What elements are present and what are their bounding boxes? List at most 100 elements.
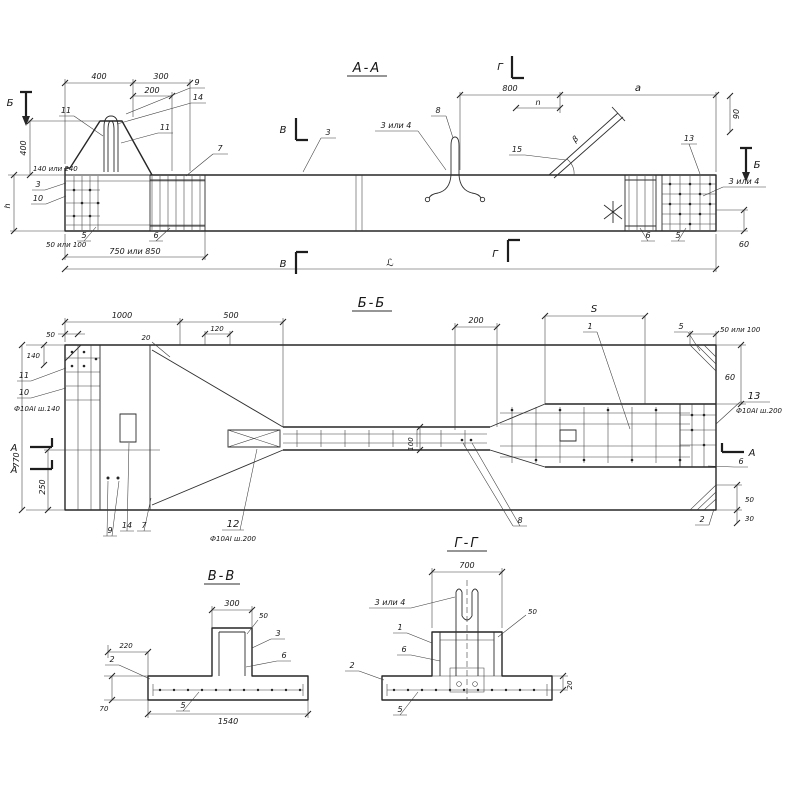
aa-dim-n: n <box>535 98 540 107</box>
bb-rebar-dots <box>70 350 706 480</box>
aa-label-11b: 11 <box>160 123 170 132</box>
bb-dim-50or100: 50 или 100 <box>720 326 761 334</box>
bb-dimensions: 1000 500 120 200 S 50 или 100 50 140 770… <box>12 304 761 527</box>
aa-dim-60: 60 <box>739 240 749 249</box>
aa-dim-a: а <box>635 83 641 94</box>
section-bb-view: Б-Б <box>10 296 783 543</box>
aa-dim-length: ℒ <box>386 258 393 269</box>
aa-dim-beta: β <box>570 134 581 145</box>
taper-lines <box>151 349 284 506</box>
bb-dim-1000: 1000 <box>112 311 132 320</box>
aa-cut-b-left: Б <box>7 98 14 109</box>
bb-label-6: 6 <box>738 457 743 466</box>
aa-rebar-dots <box>72 182 712 226</box>
aa-label-11a: 11 <box>61 106 71 115</box>
aa-dim-750: 750 или 850 <box>109 247 160 256</box>
bb-label-14: 14 <box>122 521 132 530</box>
aa-cut-v-top: В <box>280 125 287 136</box>
bb-dim-100: 100 <box>407 437 415 451</box>
bb-dim-30: 30 <box>745 515 754 523</box>
gg-dim-20: 20 <box>566 680 574 689</box>
bb-dim-120: 120 <box>210 325 224 333</box>
aa-label-13: 13 <box>684 134 694 143</box>
bb-dim-200: 200 <box>468 316 483 325</box>
aa-label-5-right: 5 <box>675 231 680 240</box>
aa-label-8: 8 <box>435 106 440 115</box>
forked-anchor <box>455 588 479 676</box>
bb-label-10: 10 <box>19 388 29 397</box>
bb-label-5: 5 <box>678 322 683 331</box>
aa-label-6: 6 <box>153 231 158 240</box>
aa-dim-400-left: 400 <box>19 140 28 155</box>
bb-label-7: 7 <box>141 521 147 530</box>
aa-label-14: 14 <box>193 93 203 102</box>
bb-cut-a-right: А <box>748 448 756 459</box>
aa-label-3: 3 <box>325 128 330 137</box>
bb-label-12: 12 <box>227 519 240 530</box>
gg-linework <box>381 580 553 701</box>
section-gg-view: Г-Г 700 50 20 3 или 4 1 <box>345 536 574 716</box>
bb-spec-mid: Ф10АI ш.200 <box>210 535 257 543</box>
bb-cut-a-left1: А <box>10 443 18 454</box>
aa-dim-h: h <box>3 203 12 208</box>
aa-dimensions: 400 300 200 800 а n 90 β 400 h 140 или 2… <box>3 72 749 273</box>
aa-label-6-right: 6 <box>645 231 650 240</box>
vv-label-2: 2 <box>109 655 114 664</box>
bb-label-8: 8 <box>517 516 522 525</box>
gg-dim-50: 50 <box>528 608 537 616</box>
bb-dim-500: 500 <box>223 311 238 320</box>
aa-cut-g-bottom: Г <box>492 249 499 260</box>
aa-cut-v-bottom: В <box>280 259 287 270</box>
bb-spec-left: Ф10АI ш.140 <box>14 405 61 413</box>
bb-dim-140: 140 <box>27 352 41 360</box>
vv-label-6: 6 <box>281 651 286 660</box>
bb-dim-60: 60 <box>725 373 735 382</box>
bb-dim-770: 770 <box>12 452 21 467</box>
gg-label-3or4: 3 или 4 <box>375 598 406 607</box>
aa-label-15: 15 <box>512 145 522 154</box>
aa-title: А-А <box>352 61 381 76</box>
aa-dim-300: 300 <box>153 72 168 81</box>
vv-title: В-В <box>208 569 237 584</box>
bb-dim-50b: 50 <box>745 496 754 504</box>
bb-cut-a-left2: А <box>10 465 18 476</box>
lifting-loop <box>103 115 119 172</box>
gg-dimensions: 700 50 20 <box>428 561 574 694</box>
section-aa-view: А-А 400 <box>3 56 766 274</box>
bb-linework <box>64 344 717 511</box>
gg-label-5: 5 <box>397 705 402 714</box>
gg-rebar-dots <box>392 688 536 692</box>
bb-dim-50: 50 <box>46 331 55 339</box>
vv-dim-70: 70 <box>100 705 109 713</box>
aa-dim-400-top: 400 <box>91 72 106 81</box>
gg-dim-700: 700 <box>459 561 474 570</box>
aa-cut-marks: Г Г В В Б Б <box>7 56 761 274</box>
vv-label-5: 5 <box>180 701 185 710</box>
bb-dim-20: 20 <box>142 334 151 342</box>
aa-label-5: 5 <box>81 231 86 240</box>
gg-position-labels: 3 или 4 1 6 2 5 <box>345 596 456 716</box>
gg-label-1: 1 <box>397 623 402 632</box>
bb-cut-marks: А А А <box>10 438 756 476</box>
aa-linework <box>64 106 717 232</box>
aa-dim-200: 200 <box>144 86 159 95</box>
aa-label-3-left: 3 <box>35 180 40 189</box>
diagonal-brace <box>548 106 626 179</box>
bb-label-1: 1 <box>587 322 592 331</box>
bb-label-13: 13 <box>748 391 761 402</box>
corner-hatch <box>689 344 717 511</box>
gg-label-6: 6 <box>401 645 406 654</box>
vv-position-labels: 3 6 2 5 <box>105 629 291 712</box>
anchor-tee <box>428 136 482 199</box>
bb-label-11: 11 <box>19 371 29 380</box>
aa-label-10: 10 <box>33 194 43 203</box>
bb-dim-250: 250 <box>38 479 47 494</box>
bb-label-9: 9 <box>107 526 112 535</box>
vv-dim-300: 300 <box>224 599 239 608</box>
gg-title: Г-Г <box>454 536 479 551</box>
aa-label-9: 9 <box>194 78 199 87</box>
weld-cross <box>603 201 623 223</box>
bb-label-2: 2 <box>699 515 704 524</box>
aa-position-labels: 9 14 11 11 7 3 3 или 4 8 15 13 3 10 5 6 … <box>31 78 766 242</box>
vv-label-3: 3 <box>275 629 280 638</box>
